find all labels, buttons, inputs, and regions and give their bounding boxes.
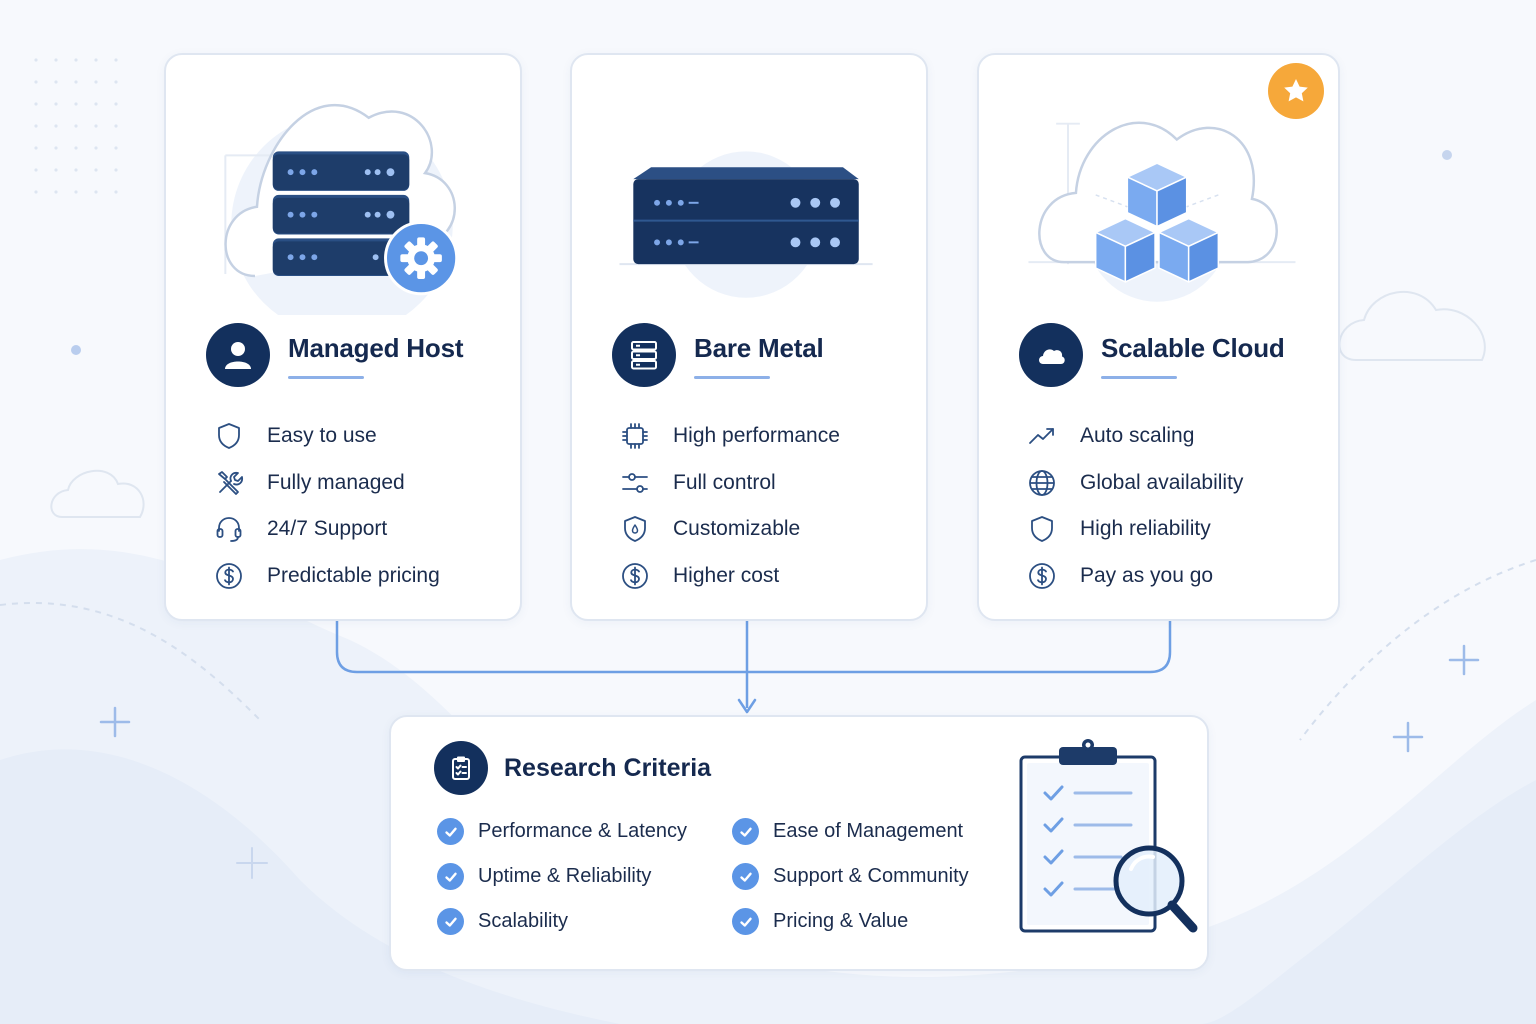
criteria-item: Performance & Latency	[437, 809, 732, 854]
bare-metal-card[interactable]: Bare Metal High performance Full control…	[570, 53, 928, 621]
title-underline	[288, 376, 364, 379]
bare-metal-header: Bare Metal	[612, 323, 824, 387]
user-icon	[206, 323, 270, 387]
feature-label: High performance	[673, 424, 840, 448]
server-icon	[612, 323, 676, 387]
feature-label: Pay as you go	[1080, 563, 1214, 587]
criteria-label: Support & Community	[773, 865, 969, 887]
criteria-item: Support & Community	[732, 854, 992, 899]
check-icon	[437, 908, 464, 935]
check-icon	[732, 863, 759, 890]
dollar-icon	[620, 561, 650, 591]
chip-icon	[620, 421, 650, 451]
feature-item: High performance	[620, 413, 840, 460]
feature-label: Higher cost	[673, 563, 780, 587]
feature-item: Easy to use	[214, 413, 440, 460]
feature-label: High reliability	[1080, 517, 1211, 541]
feature-label: 24/7 Support	[267, 517, 388, 541]
feature-item: Full control	[620, 460, 840, 507]
card-title: Managed Host	[288, 333, 464, 363]
scalable-cloud-illustration	[979, 55, 1338, 315]
feature-label: Full control	[673, 470, 776, 494]
feature-item: Auto scaling	[1027, 413, 1243, 460]
check-icon	[437, 818, 464, 845]
criteria-label: Performance & Latency	[478, 820, 687, 842]
feature-label: Easy to use	[267, 424, 377, 448]
criteria-list: Performance & Latency Ease of Management…	[437, 809, 992, 944]
research-criteria-title: Research Criteria	[504, 753, 712, 782]
clipboard-check-icon	[434, 741, 488, 795]
feature-label: Auto scaling	[1080, 424, 1195, 448]
criteria-label: Ease of Management	[773, 820, 964, 842]
feature-label: Global availability	[1080, 470, 1244, 494]
criteria-item: Pricing & Value	[732, 899, 992, 944]
criteria-item: Scalability	[437, 899, 732, 944]
feature-list: High performance Full control Customizab…	[620, 413, 840, 599]
check-icon	[732, 908, 759, 935]
feature-item: Customizable	[620, 506, 840, 553]
dollar-icon	[214, 561, 244, 591]
title-underline	[694, 376, 770, 379]
feature-item: Global availability	[1027, 460, 1243, 507]
criteria-item: Uptime & Reliability	[437, 854, 732, 899]
managed-host-header: Managed Host	[206, 323, 463, 387]
feature-item: Pay as you go	[1027, 553, 1243, 600]
title-underline	[1101, 376, 1177, 379]
criteria-label: Uptime & Reliability	[478, 865, 652, 887]
shield-icon	[1027, 514, 1057, 544]
star-icon	[1268, 63, 1324, 119]
shield-drop-icon	[620, 514, 650, 544]
feature-item: Fully managed	[214, 460, 440, 507]
scalable-cloud-header: Scalable Cloud	[1019, 323, 1285, 387]
feature-list: Auto scaling Global availability High re…	[1027, 413, 1243, 599]
globe-icon	[1027, 468, 1057, 498]
cloud-icon	[1019, 323, 1083, 387]
feature-item: Higher cost	[620, 553, 840, 600]
feature-item: Predictable pricing	[214, 553, 440, 600]
criteria-item: Ease of Management	[732, 809, 992, 854]
feature-list: Easy to use Fully managed 24/7 Support P…	[214, 413, 440, 599]
feature-label: Predictable pricing	[267, 563, 440, 587]
dollar-icon	[1027, 561, 1057, 591]
sliders-icon	[620, 468, 650, 498]
scalable-cloud-card[interactable]: Scalable Cloud Auto scaling Global avail…	[977, 53, 1340, 621]
criteria-label: Scalability	[478, 910, 569, 932]
trend-up-icon	[1027, 421, 1057, 451]
magnifier-icon	[1011, 735, 1211, 965]
bare-metal-illustration	[572, 55, 926, 315]
card-title: Scalable Cloud	[1101, 333, 1285, 363]
check-icon	[732, 818, 759, 845]
shield-icon	[214, 421, 244, 451]
check-icon	[437, 863, 464, 890]
headset-icon	[214, 514, 244, 544]
feature-item: High reliability	[1027, 506, 1243, 553]
managed-host-illustration	[166, 55, 520, 315]
tools-icon	[214, 468, 244, 498]
research-criteria-header: Research Criteria	[434, 741, 711, 795]
card-title: Bare Metal	[694, 333, 824, 363]
feature-label: Fully managed	[267, 470, 405, 494]
research-criteria-card: Research Criteria Performance & Latency …	[389, 715, 1209, 971]
managed-host-card[interactable]: Managed Host Easy to use Fully managed 2…	[164, 53, 522, 621]
criteria-label: Pricing & Value	[773, 910, 909, 932]
feature-item: 24/7 Support	[214, 506, 440, 553]
feature-label: Customizable	[673, 517, 801, 541]
